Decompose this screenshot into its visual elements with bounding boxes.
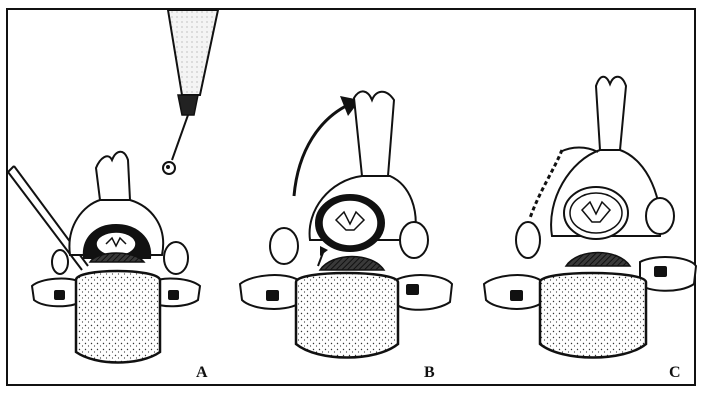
panel-label-c: C <box>669 364 681 382</box>
panel-label-b: B <box>424 364 435 382</box>
vertebral-body <box>76 271 160 363</box>
panel-a <box>8 10 218 363</box>
panel-c <box>484 77 696 358</box>
surgical-burr-icon <box>163 10 218 174</box>
panel-b <box>240 91 452 357</box>
spinous-process <box>96 152 130 200</box>
panel-label-a: A <box>196 364 208 382</box>
